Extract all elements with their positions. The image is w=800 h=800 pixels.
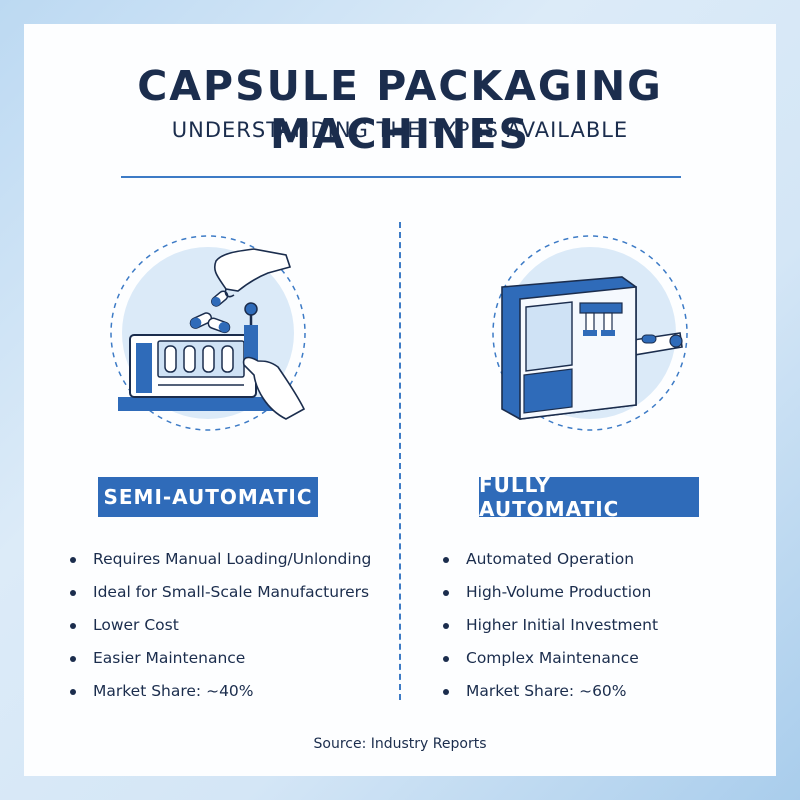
fully-automatic-label: FULLY AUTOMATIC [479,473,699,521]
list-item: Lower Cost [67,609,371,642]
page-subtitle: UNDERSTANDING THE TYPES AVAILABLE [171,118,629,142]
list-item: Higher Initial Investment [440,609,658,642]
list-item: Market Share: ~60% [440,675,658,708]
column-divider [399,222,401,700]
list-item: Requires Manual Loading/Unlonding [67,543,371,576]
semi-automatic-feature-list: Requires Manual Loading/Unlonding Ideal … [67,543,371,708]
title-divider [121,176,681,178]
fully-automatic-machine-icon [490,233,690,433]
list-item: Ideal for Small-Scale Manufacturers [67,576,371,609]
list-item: Easier Maintenance [67,642,371,675]
list-item: Automated Operation [440,543,658,576]
semi-automatic-machine-icon [108,233,308,433]
page-title: CAPSULE PACKAGING MACHINES [137,62,663,158]
source-note: Source: Industry Reports [313,736,487,752]
fully-automatic-feature-list: Automated Operation High-Volume Producti… [440,543,658,708]
list-item: Complex Maintenance [440,642,658,675]
list-item: Market Share: ~40% [67,675,371,708]
semi-automatic-label: SEMI-AUTOMATIC [98,477,318,517]
list-item: High-Volume Production [440,576,658,609]
